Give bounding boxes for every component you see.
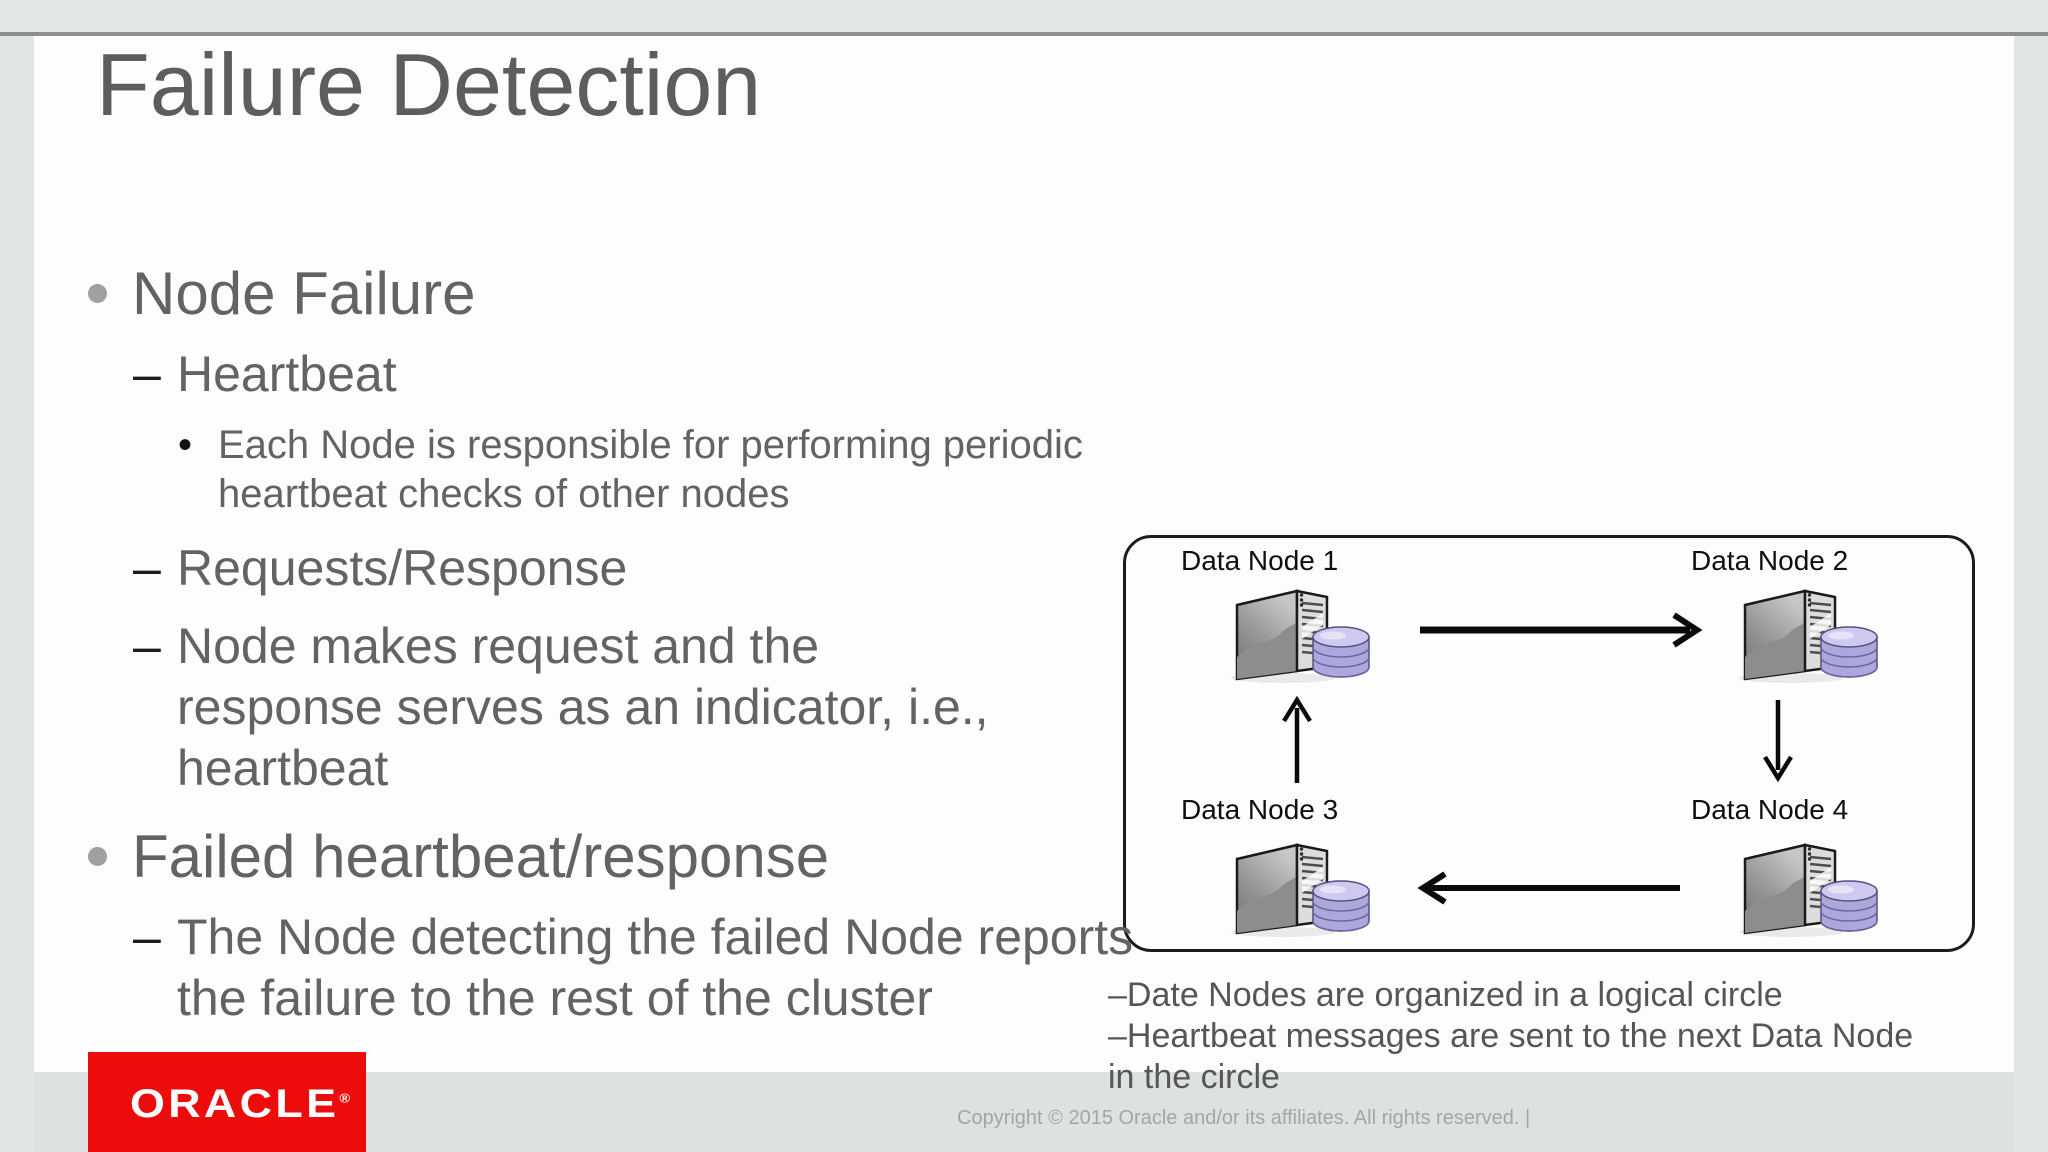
copyright-text: Copyright © 2015 Oracle and/or its affil… [957, 1107, 1531, 1129]
page-title: Failure Detection [96, 35, 762, 134]
arrow-right-icon [1420, 612, 1703, 648]
bullet-dash-icon: – [133, 618, 161, 674]
oracle-brand-text: ORACLE [130, 1082, 340, 1126]
node-label-1: Data Node 1 [1181, 545, 1339, 576]
arrow-left-icon [1417, 871, 1680, 905]
bullet-disc-icon [88, 821, 132, 866]
heartbeat-ring-arrows [1282, 612, 1793, 905]
bullet-failed-heartbeat: Failed heartbeat/response [88, 821, 829, 893]
note-line: –Date Nodes are organized in a logical c… [1108, 976, 1783, 1014]
bullet-dash-icon: – [133, 346, 161, 402]
server-database-icon [1231, 589, 1370, 683]
database-cylinder-icon [1820, 880, 1878, 932]
bullet-text: Each Node is responsible for performing … [218, 423, 1083, 516]
arrow-down-icon [1763, 700, 1793, 783]
bullet-text: The Node detecting the failed Node repor… [177, 909, 1134, 1026]
arrow-up-icon [1282, 695, 1312, 783]
database-cylinder-icon [1820, 626, 1878, 678]
slide-top-rule [0, 32, 2048, 36]
bullet-text: Node Failure [132, 260, 476, 327]
server-database-icon [1739, 589, 1878, 683]
bullet-heartbeat-detail: • Each Node is responsible for performin… [178, 421, 1118, 519]
bullet-text: Requests/Response [177, 540, 628, 596]
node-label-2: Data Node 2 [1691, 545, 1849, 576]
node-label-4: Data Node 4 [1691, 794, 1849, 825]
node-label-3: Data Node 3 [1181, 794, 1339, 825]
bullet-dot-icon: • [178, 423, 193, 467]
bullet-text: Node makes request and the response serv… [177, 618, 989, 796]
oracle-logo: ORACLE® [88, 1052, 366, 1152]
bullet-text: Heartbeat [177, 346, 397, 402]
bullet-heartbeat: – Heartbeat [133, 344, 397, 405]
database-cylinder-icon [1312, 880, 1370, 932]
slide-left-margin [0, 36, 34, 1152]
diagram-notes: –Date Nodes are organized in a logical c… [1108, 975, 2038, 1097]
bullet-failure-report: – The Node detecting the failed Node rep… [133, 907, 1152, 1029]
note-line: in the circle [1108, 1057, 1280, 1096]
data-node-ring-diagram: Data Node 1 Data Node 2 Data Node 3 Data… [1123, 535, 1975, 952]
bullet-request-indicator: – Node makes request and the response se… [133, 616, 997, 799]
bullet-node-failure: Node Failure [88, 258, 476, 330]
bullet-disc-icon [88, 258, 132, 303]
note-line: –Heartbeat messages are sent to the next… [1108, 1016, 1914, 1055]
bullet-dash-icon: – [133, 540, 161, 596]
oracle-wordmark: ORACLE® [130, 1082, 350, 1127]
registered-mark: ® [339, 1090, 351, 1106]
database-cylinder-icon [1312, 626, 1370, 678]
server-database-icon [1231, 843, 1370, 937]
slide-right-margin [2014, 36, 2048, 1152]
slide-top-bar [0, 0, 2048, 32]
bullet-dash-icon: – [133, 909, 161, 965]
server-database-icon [1739, 843, 1878, 937]
bullet-text: Failed heartbeat/response [132, 823, 830, 890]
bullet-requests-response: – Requests/Response [133, 538, 627, 599]
